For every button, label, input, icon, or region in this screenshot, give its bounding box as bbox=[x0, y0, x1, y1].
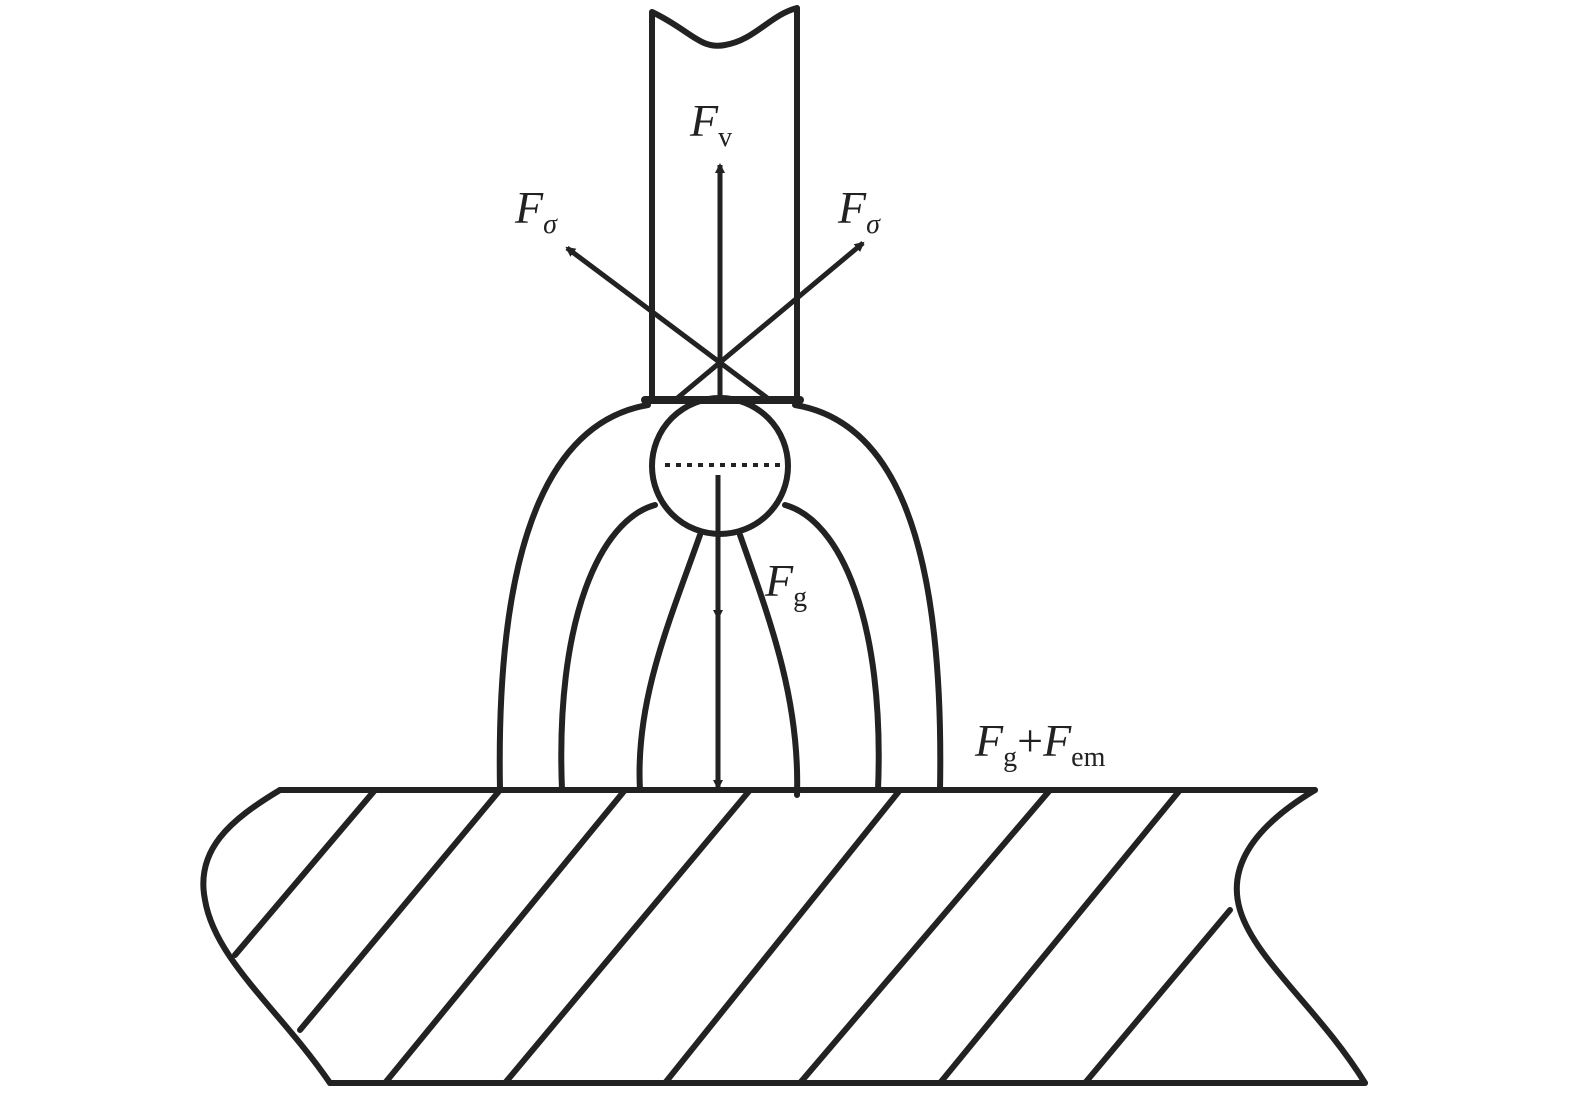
label-fg: Fg bbox=[765, 555, 808, 613]
arc-line-outer-left bbox=[496, 402, 651, 793]
arrow-fsigma-left bbox=[565, 245, 772, 403]
label-fv: Fv bbox=[690, 95, 733, 153]
arc-line-outer-right bbox=[792, 402, 944, 793]
workpiece-right-break bbox=[1233, 787, 1368, 1086]
label-fsigma-left: Fσ bbox=[515, 182, 557, 240]
label-fsigma-right: Fσ bbox=[838, 182, 880, 240]
arc-line-middle-right bbox=[782, 502, 882, 793]
hatching bbox=[232, 787, 1233, 1086]
arc-line-inner-left bbox=[636, 532, 703, 793]
label-fg-plus-fem: Fg+Fem bbox=[975, 715, 1106, 773]
arc-line-inner-right bbox=[737, 532, 801, 798]
electrode bbox=[649, 5, 800, 403]
workpiece-left-break bbox=[200, 787, 333, 1086]
arrow-fsigma-right bbox=[673, 241, 865, 402]
arc-line-middle-left bbox=[558, 502, 658, 793]
